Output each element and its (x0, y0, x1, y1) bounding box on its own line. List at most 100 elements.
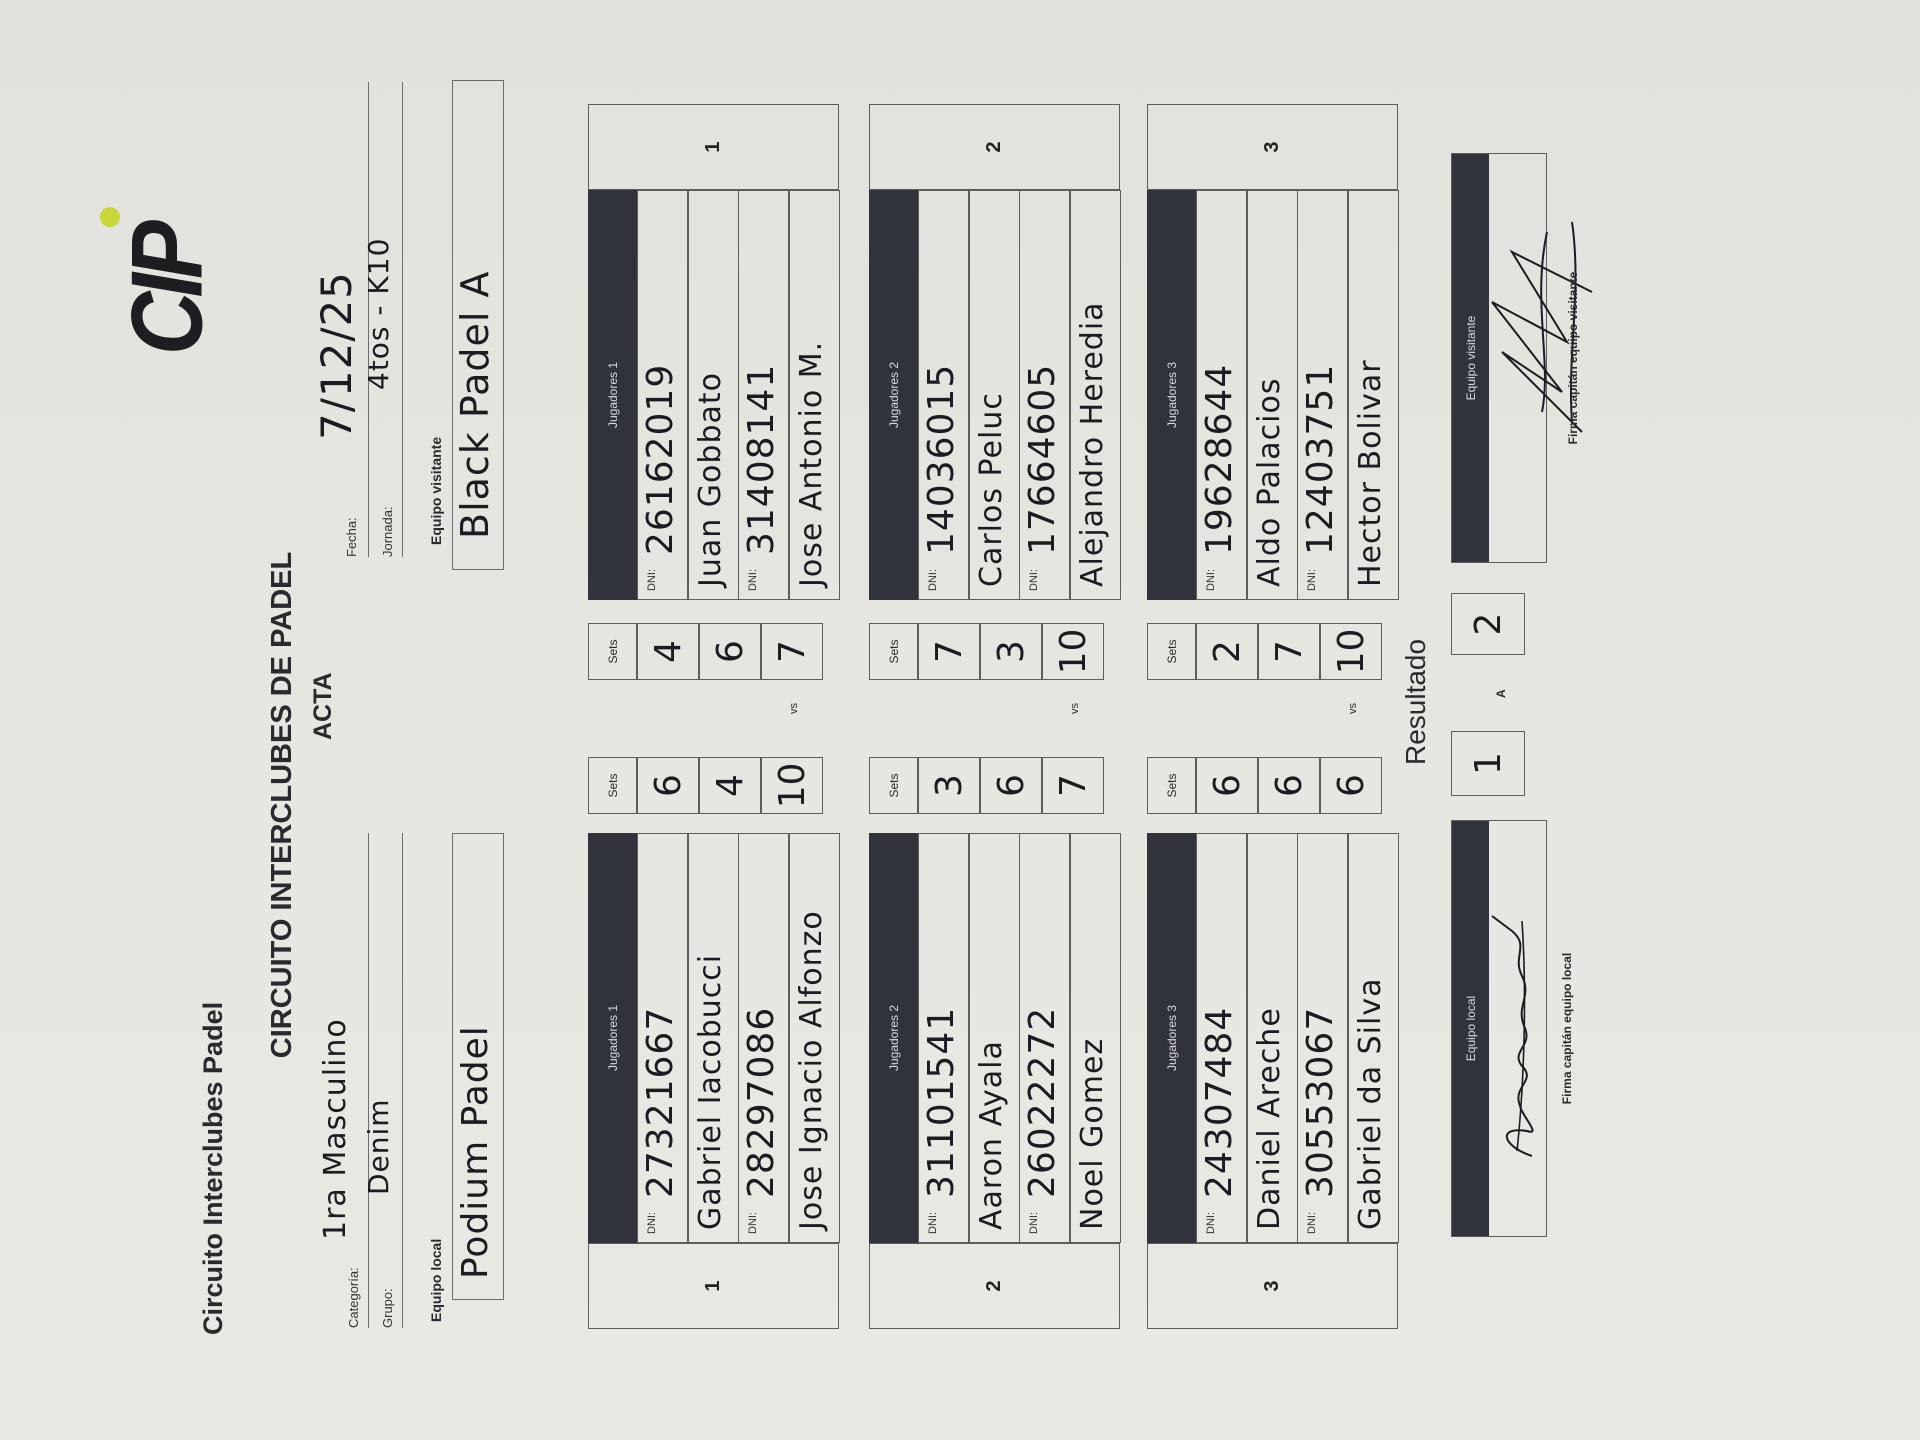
player-name: Jose Antonio M. (793, 340, 829, 587)
dni-row: DNI:12403751 (1297, 190, 1348, 600)
visitor-match-number: 1 (588, 104, 839, 190)
fecha-value: 7/12/25 (312, 271, 361, 440)
vs-label: vs (1347, 703, 1359, 714)
sets-header: Sets (1147, 757, 1196, 814)
vs-label: vs (788, 703, 800, 714)
visitor-players-header: Jugadores 1 (588, 190, 637, 600)
player-dni: 14036015 (921, 363, 962, 555)
categoria-line (368, 833, 369, 1328)
acta-subtitle: ACTA (309, 672, 337, 740)
name-row: Aaron Ayala (968, 833, 1020, 1243)
set-score: 6 (699, 623, 761, 680)
result-separator: A (1494, 689, 1508, 698)
vs-label: vs (1069, 703, 1081, 714)
player-name: Noel Gomez (1074, 1037, 1110, 1230)
name-row: Hector Bolivar (1347, 190, 1399, 600)
name-row: Carlos Peluc (968, 190, 1020, 600)
player-name: Aaron Ayala (973, 1040, 1009, 1230)
name-row: Noel Gomez (1069, 833, 1121, 1243)
name-row: Gabriel da Silva (1347, 833, 1399, 1243)
dni-label: DNI: (1028, 569, 1040, 591)
name-row: Juan Gobbato (687, 190, 739, 600)
visitor-signature-box: Equipo visitante (1451, 153, 1593, 563)
local-players-header: Jugadores 1 (588, 833, 637, 1243)
set-score: 10 (761, 757, 823, 814)
grupo-line (402, 833, 403, 1328)
padel-ball-icon (100, 207, 120, 227)
local-signature-drawing (1491, 915, 1534, 1157)
player-dni: 19628644 (1199, 363, 1240, 555)
local-players-header: Jugadores 3 (1147, 833, 1196, 1243)
player-dni: 27321667 (640, 1006, 681, 1198)
local-signature-caption: Firma capitán equipo local (1560, 952, 1574, 1105)
local-match-number: 2 (869, 1243, 1120, 1329)
player-dni: 12403751 (1300, 363, 1341, 555)
name-row: Jose Antonio M. (788, 190, 840, 600)
dni-row: DNI: 31408141 (738, 190, 789, 600)
visitor-signature-caption: Firma capitán equipo visitante (1566, 271, 1580, 445)
name-row: Alejandro Heredia (1069, 190, 1121, 600)
dni-label: DNI: (646, 569, 658, 591)
fecha-label: Fecha: (344, 517, 359, 557)
set-score: 10 (1320, 623, 1382, 680)
player-dni: 28297086 (741, 1006, 782, 1198)
local-match-number: 3 (1147, 1243, 1398, 1329)
dni-row: DNI:30553067 (1297, 833, 1348, 1243)
dni-row: DNI: 19628644 (1196, 190, 1247, 600)
local-match-number: 1 (588, 1243, 839, 1329)
sets-header: Sets (588, 623, 637, 680)
dni-label: DNI: (927, 569, 939, 591)
player-dni: 17664605 (1022, 363, 1063, 555)
dni-label: DNI: (1028, 1212, 1040, 1234)
categoria-value: 1ra Masculino (318, 1018, 353, 1240)
dni-label: DNI: (747, 569, 759, 591)
resultado-label: Resultado (1400, 638, 1431, 765)
sets-header: Sets (869, 757, 918, 814)
dni-label: DNI: (646, 1212, 658, 1234)
document-header-title: Circuito Interclubes Padel (198, 1001, 228, 1335)
set-score: 6 (1196, 757, 1258, 814)
local-players-header: Jugadores 2 (869, 833, 918, 1243)
categoria-label: Categoría: (346, 1267, 361, 1328)
dni-row: DNI: 17664605 (1019, 190, 1070, 600)
equipo-local-value: Podium Padel (455, 1025, 496, 1279)
dni-row: DNI: 28297086 (738, 833, 789, 1243)
dni-label: DNI: (1205, 569, 1217, 591)
equipo-local-box: Podium Padel (452, 833, 504, 1300)
player-dni: 24307484 (1199, 1006, 1240, 1198)
dni-row: DNI: 27321667 (637, 833, 688, 1243)
visitor-match-number: 3 (1147, 104, 1398, 190)
set-score: 4 (637, 623, 699, 680)
player-name: Hector Bolivar (1352, 359, 1388, 587)
equipo-visitante-value: Black Padel A (453, 270, 497, 539)
player-dni: 31408141 (741, 363, 782, 555)
cip-logo: CIP (98, 205, 223, 355)
set-score: 7 (918, 623, 980, 680)
visitor-signature-drawing (1491, 221, 1593, 433)
sets-header: Sets (869, 623, 918, 680)
grupo-label: Grupo: (380, 1288, 395, 1328)
player-name: Jose Ignacio Alfonzo (793, 910, 829, 1230)
set-score: 6 (637, 757, 699, 814)
set-score: 10 (1042, 623, 1104, 680)
player-name: Carlos Peluc (973, 392, 1009, 587)
set-score: 6 (1258, 757, 1320, 814)
jornada-line (402, 82, 403, 557)
dni-label: DNI: (747, 1212, 759, 1234)
grupo-value: Denim (362, 1098, 395, 1195)
dni-label: DNI: (927, 1212, 939, 1234)
player-name: Alejandro Heredia (1074, 301, 1110, 587)
